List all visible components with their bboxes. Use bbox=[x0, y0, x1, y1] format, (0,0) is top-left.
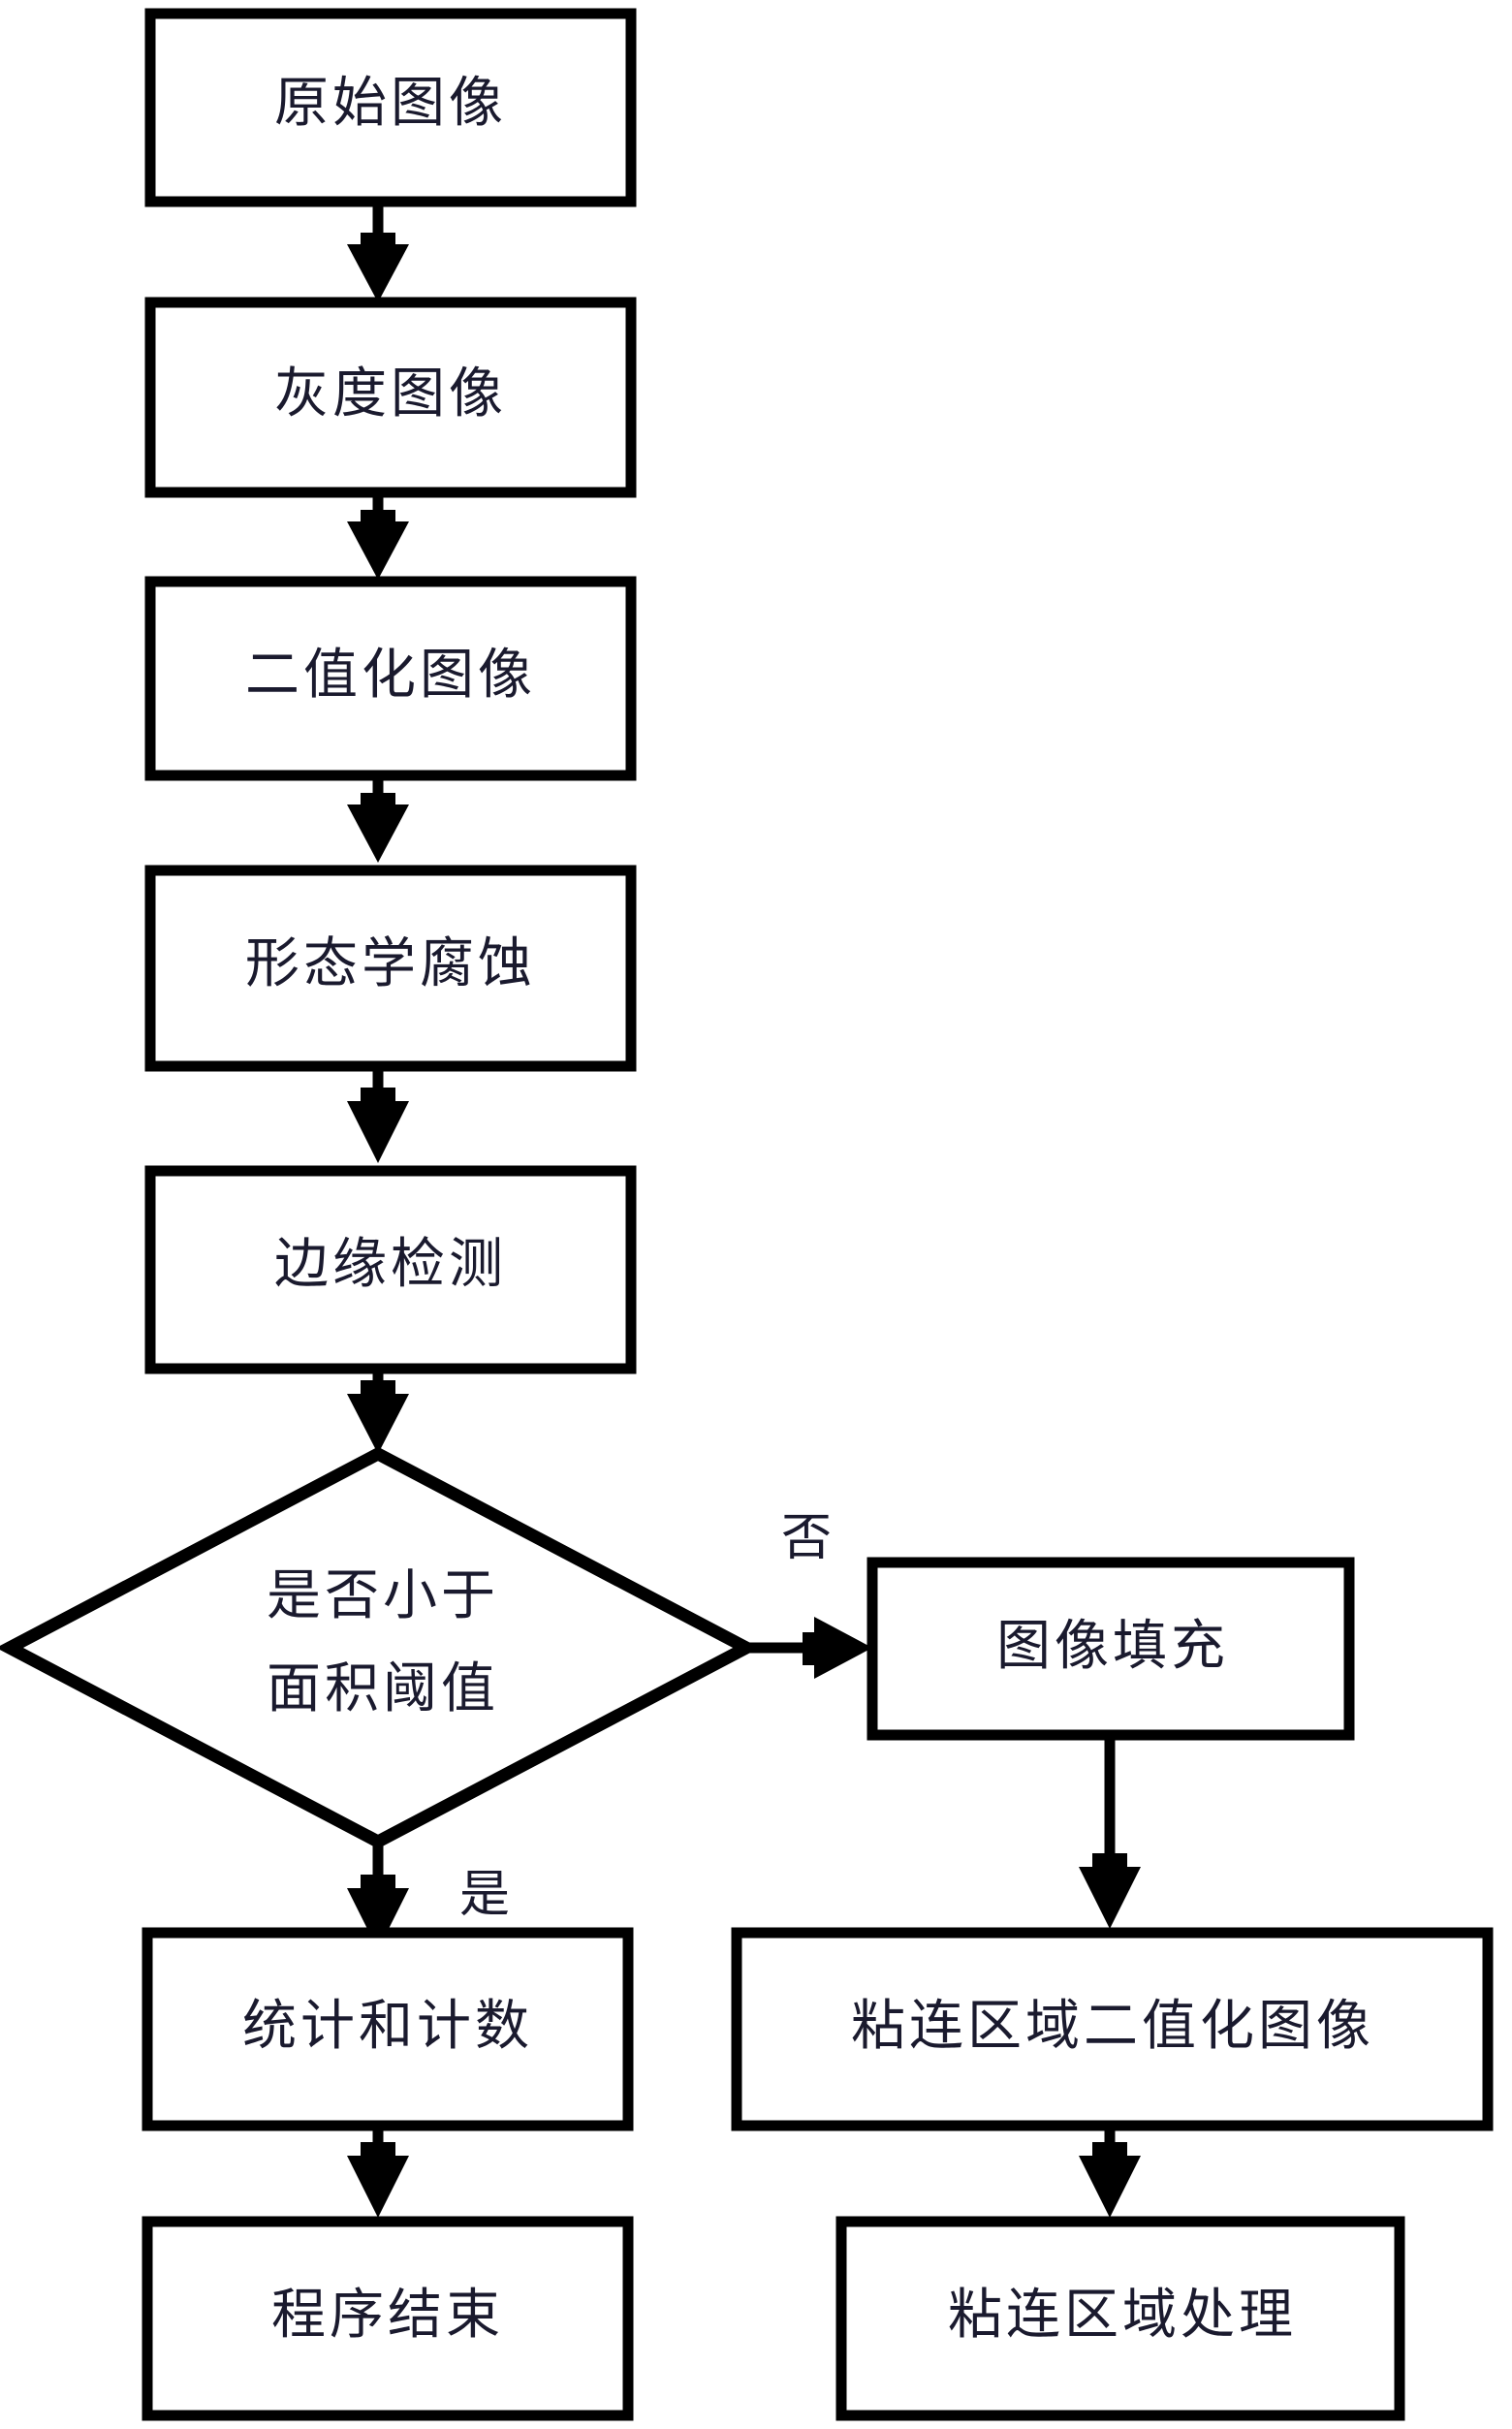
node-label-decision-line1: 是否小于 bbox=[267, 1566, 499, 1626]
node-label-adhesion-region-processing: 粘连区域处理 bbox=[948, 2286, 1297, 2346]
edge-n9-n11 bbox=[1079, 2126, 1141, 2218]
node-label-statistics-and-count: 统计和计数 bbox=[242, 1997, 533, 2057]
edge-n5-n6 bbox=[347, 1369, 409, 1454]
edge-label-yes: 是 bbox=[459, 1868, 510, 1923]
node-morphological-erosion[interactable]: 形态学腐蚀 bbox=[144, 865, 637, 1072]
node-label-edge-detection: 边缘检测 bbox=[274, 1235, 507, 1295]
node-label-morphological-erosion: 形态学腐蚀 bbox=[245, 934, 536, 994]
node-original-image[interactable]: 原始图像 bbox=[144, 8, 637, 207]
edge-n3-n4 bbox=[347, 775, 409, 863]
node-statistics-and-count[interactable]: 统计和计数 bbox=[142, 1927, 634, 2131]
node-grayscale-image[interactable]: 灰度图像 bbox=[144, 297, 637, 498]
node-label-image-fill: 图像填充 bbox=[996, 1617, 1229, 1677]
node-label-original-image: 原始图像 bbox=[274, 74, 507, 134]
edge-label-no: 否 bbox=[781, 1511, 832, 1566]
node-program-end[interactable]: 程序结束 bbox=[142, 2216, 634, 2421]
node-area-threshold-decision[interactable]: 是否小于 面积阈值 bbox=[0, 1446, 760, 1849]
node-image-fill[interactable]: 图像填充 bbox=[866, 1557, 1355, 1741]
edge-n8-n10 bbox=[347, 2126, 409, 2218]
node-binary-image[interactable]: 二值化图像 bbox=[144, 576, 637, 781]
edge-n1-n2 bbox=[347, 202, 409, 302]
edge-n2-n3 bbox=[347, 492, 409, 580]
edge-n6-n7: 否 bbox=[746, 1511, 872, 1679]
edge-n7-n9 bbox=[1079, 1735, 1141, 1929]
node-label-binary-image: 二值化图像 bbox=[245, 646, 536, 706]
edge-n6-n8: 是 bbox=[347, 1842, 510, 1950]
node-label-program-end: 程序结束 bbox=[271, 2286, 504, 2346]
node-adhesion-binary-image[interactable]: 粘连区域二值化图像 bbox=[731, 1927, 1494, 2131]
edge-n4-n5 bbox=[347, 1066, 409, 1163]
node-label-grayscale-image: 灰度图像 bbox=[274, 364, 507, 425]
node-label-adhesion-binary-image: 粘连区域二值化图像 bbox=[851, 1997, 1374, 2057]
node-adhesion-region-processing[interactable]: 粘连区域处理 bbox=[835, 2216, 1405, 2421]
node-edge-detection[interactable]: 边缘检测 bbox=[144, 1165, 637, 1374]
node-label-decision-line2: 面积阈值 bbox=[267, 1659, 499, 1719]
